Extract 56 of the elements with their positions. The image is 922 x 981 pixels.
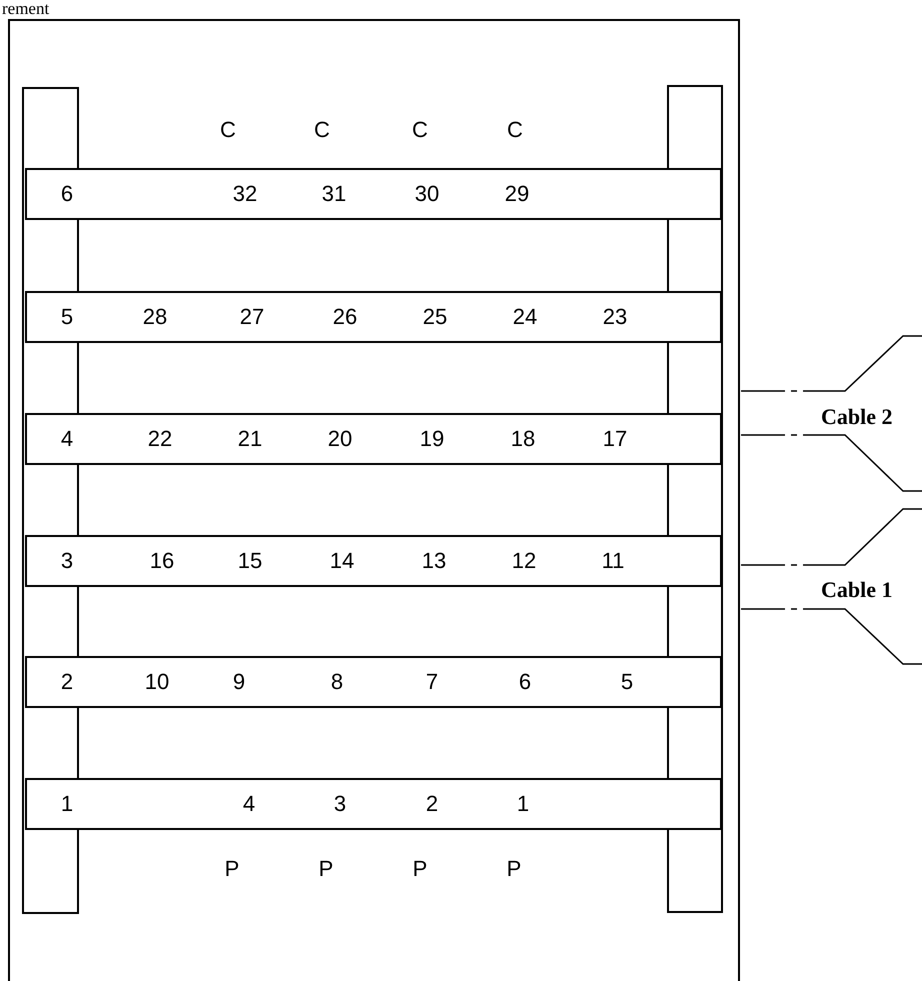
slot-number: 32	[232, 182, 258, 206]
shelf-bar	[25, 168, 722, 220]
shelf-number: 4	[60, 427, 74, 451]
position-label: P	[318, 857, 334, 881]
slot-number: 9	[232, 670, 246, 694]
slot-number: 1	[516, 792, 530, 816]
slot-number: 15	[238, 549, 262, 573]
slot-number: 27	[240, 305, 264, 329]
position-label: P	[506, 857, 522, 881]
position-label: C	[220, 118, 236, 142]
shelf-bar	[25, 413, 722, 465]
slot-number: 6	[518, 670, 532, 694]
slot-number: 23	[602, 305, 628, 329]
slot-number: 5	[620, 670, 634, 694]
slot-number: 12	[512, 549, 536, 573]
slot-number: 21	[238, 427, 262, 451]
slot-number: 4	[242, 792, 256, 816]
slot-number: 19	[420, 427, 444, 451]
slot-number: 10	[144, 670, 170, 694]
slot-number: 7	[426, 670, 438, 694]
position-label: P	[224, 857, 240, 881]
slot-number: 29	[504, 182, 530, 206]
slot-number: 26	[332, 305, 358, 329]
cable-label: Cable 2	[821, 405, 892, 429]
shelf-bar	[25, 778, 722, 830]
slot-number: 13	[422, 549, 446, 573]
heading-text: rement	[2, 0, 50, 18]
slot-number: 24	[512, 305, 538, 329]
slot-number: 30	[414, 182, 440, 206]
position-label: P	[412, 857, 428, 881]
shelf-bar	[25, 656, 722, 708]
slot-number: 17	[602, 427, 628, 451]
slot-number: 8	[330, 670, 344, 694]
slot-number: 3	[334, 792, 346, 816]
cable-label: Cable 1	[821, 578, 892, 602]
slot-number: 20	[328, 427, 352, 451]
slot-number: 11	[602, 549, 624, 573]
shelf-number: 1	[60, 792, 74, 816]
shelf-bar	[25, 535, 722, 587]
slot-number: 31	[322, 182, 346, 206]
slot-number: 2	[426, 792, 438, 816]
shelf-number: 2	[60, 670, 74, 694]
slot-number: 14	[330, 549, 354, 573]
position-label: C	[314, 118, 330, 142]
shelf-bar	[25, 291, 722, 343]
shelf-number: 5	[60, 305, 74, 329]
slot-number: 18	[510, 427, 536, 451]
slot-number: 25	[422, 305, 448, 329]
shelf-number: 6	[60, 182, 74, 206]
rack-frame	[8, 19, 740, 981]
slot-number: 22	[148, 427, 172, 451]
position-label: C	[507, 118, 523, 142]
slot-number: 28	[142, 305, 168, 329]
shelf-number: 3	[60, 549, 74, 573]
position-label: C	[412, 118, 428, 142]
slot-number: 16	[150, 549, 174, 573]
